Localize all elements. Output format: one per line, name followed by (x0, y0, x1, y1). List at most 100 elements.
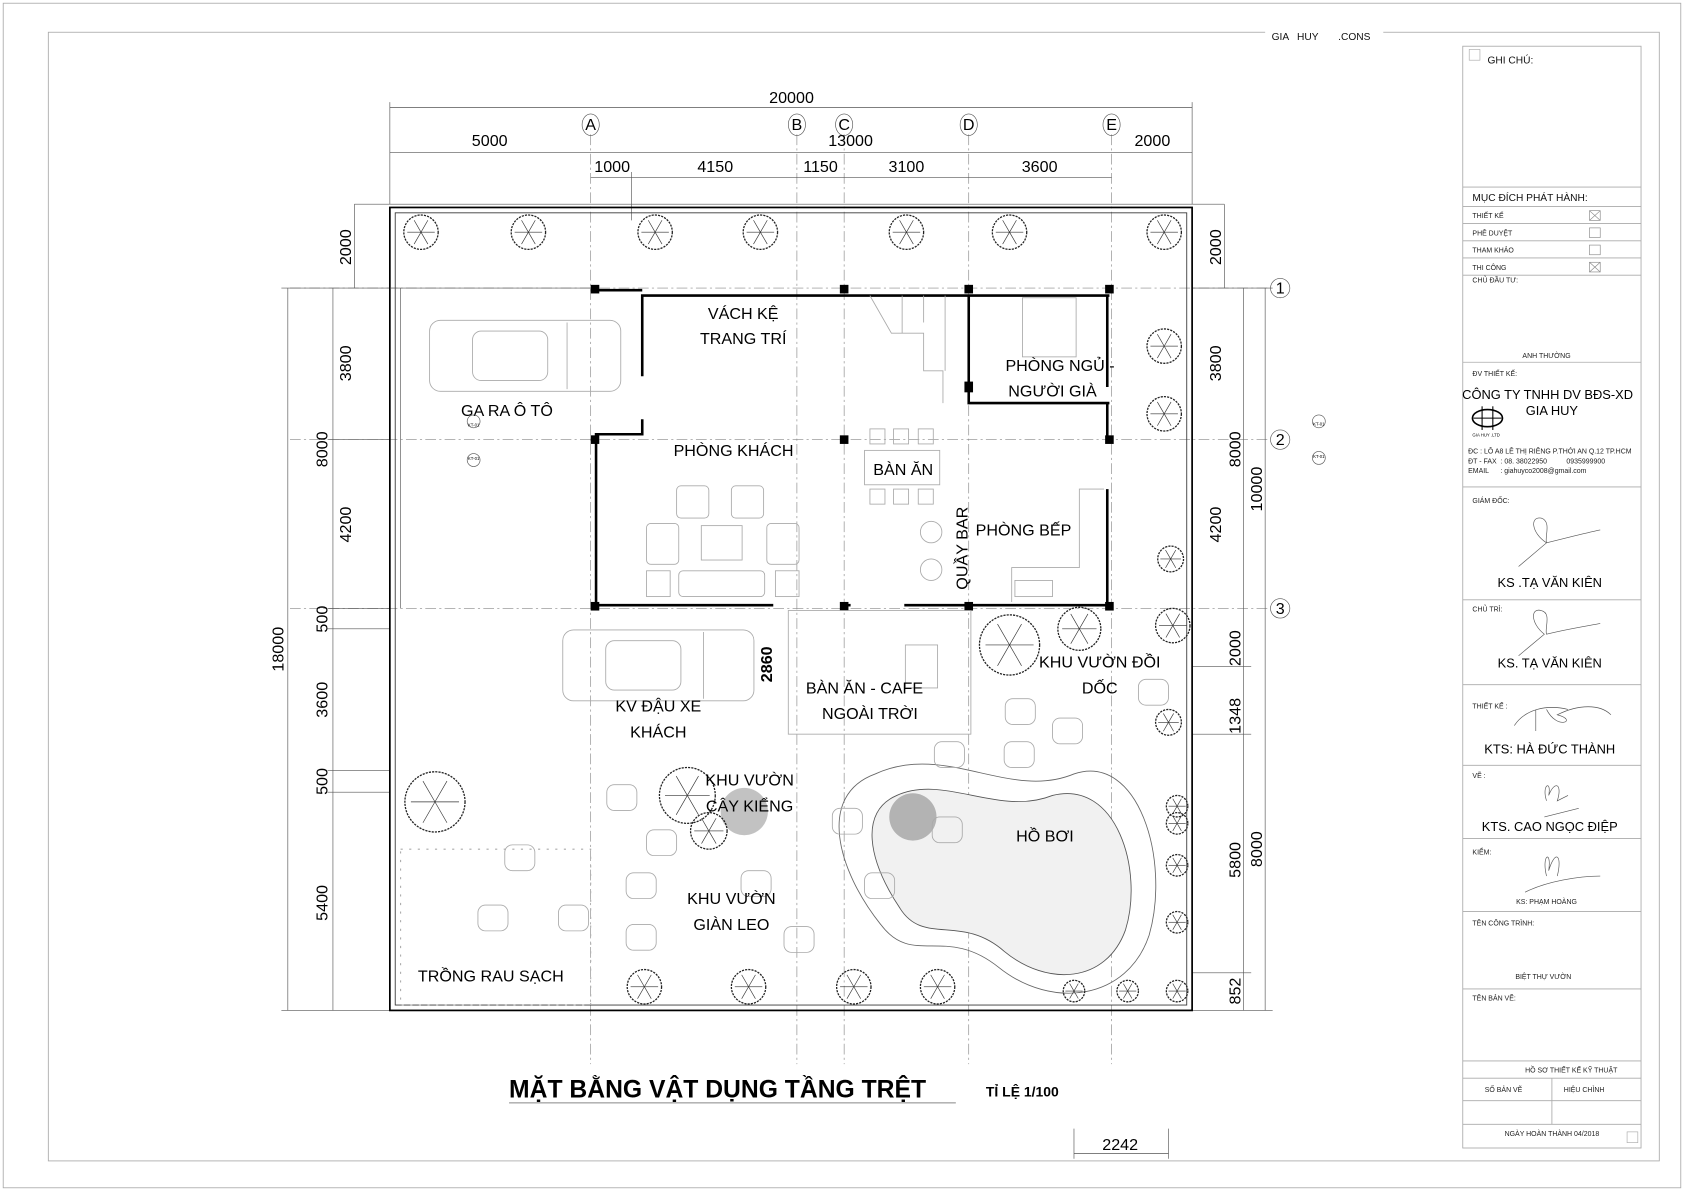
svg-text:KT-01: KT-01 (468, 456, 480, 461)
svg-text:CÔNG TY TNHH DV BĐS-XD: CÔNG TY TNHH DV BĐS-XD (1462, 387, 1633, 402)
svg-text:2000: 2000 (1207, 229, 1225, 265)
svg-text:KHÁCH: KHÁCH (630, 722, 686, 741)
svg-text:THIẾT KẾ :: THIẾT KẾ : (1472, 700, 1507, 710)
svg-text:KTS: HÀ ĐỨC THÀNH: KTS: HÀ ĐỨC THÀNH (1484, 742, 1615, 757)
stepping-stone (1003, 741, 1035, 768)
svg-text:1348: 1348 (1226, 698, 1244, 734)
section-mark: KT-01 (466, 414, 481, 429)
svg-text:TÊN BẢN VẼ:: TÊN BẢN VẼ: (1472, 994, 1515, 1003)
tree-icon (742, 214, 779, 251)
guest-car (562, 629, 755, 702)
signature (1518, 609, 1601, 656)
svg-text:3100: 3100 (889, 158, 925, 176)
stepping-stone (504, 844, 536, 872)
dining-table (864, 428, 943, 581)
svg-text:PHÊ DUYỆT: PHÊ DUYỆT (1472, 228, 1513, 237)
tree-icon (1165, 910, 1189, 934)
stepping-stone (931, 816, 963, 844)
svg-text:3: 3 (1276, 600, 1285, 618)
tree-icon (510, 214, 547, 251)
svg-text:20000: 20000 (769, 89, 814, 107)
svg-text:KT-01: KT-01 (1313, 422, 1325, 427)
svg-text:NGÀY HOÀN THÀNH 04/2018: NGÀY HOÀN THÀNH 04/2018 (1505, 1129, 1600, 1138)
trees (403, 214, 1191, 1005)
tree-icon (1165, 794, 1189, 818)
stepping-stone (1004, 698, 1036, 725)
grid-bubble-3: 3 (1270, 598, 1291, 619)
svg-text:ĐV THIẾT KẾ:: ĐV THIẾT KẾ: (1472, 368, 1517, 378)
kitchen-counter (1011, 488, 1105, 602)
stepping-stone (477, 904, 509, 932)
svg-text:THAM KHẢO: THAM KHẢO (1472, 246, 1514, 255)
purpose-row: PHÊ DUYỆT (1472, 227, 1601, 238)
svg-text:500: 500 (314, 606, 332, 633)
svg-text:HỒ SƠ THIẾT KẾ KỸ THUẬT: HỒ SƠ THIẾT KẾ KỸ THUẬT (1525, 1065, 1618, 1075)
svg-text:KS .TẠ VĂN KIÊN: KS .TẠ VĂN KIÊN (1498, 575, 1602, 590)
svg-text:VẼ :: VẼ : (1472, 771, 1485, 780)
svg-text:CHỦ TRÌ:: CHỦ TRÌ: (1472, 605, 1502, 614)
svg-text:MỤC ĐÍCH PHÁT HÀNH:: MỤC ĐÍCH PHÁT HÀNH: (1472, 191, 1587, 204)
svg-text:GHI CHÚ:: GHI CHÚ: (1487, 53, 1533, 66)
svg-text:KHU VƯỜN ĐỒI: KHU VƯỜN ĐỒI (1039, 653, 1161, 672)
purpose-checkbox[interactable] (1589, 210, 1601, 221)
svg-text:VÁCH KỆ: VÁCH KỆ (708, 304, 779, 323)
right-dimensions: 2000 3800 8000 10000 4200 2000 1348 5800… (1192, 204, 1273, 1011)
tree-icon (626, 968, 663, 1005)
drawing-frame (47, 31, 1660, 1162)
purpose-row: THAM KHẢO (1472, 244, 1601, 256)
svg-text:NGƯỜI GIÀ: NGƯỜI GIÀ (1008, 382, 1097, 401)
svg-text:TÊN CÔNG TRÌNH:: TÊN CÔNG TRÌNH: (1472, 918, 1534, 927)
svg-text:3600: 3600 (314, 682, 332, 718)
svg-text:5400: 5400 (314, 885, 332, 921)
svg-text:KS. TẠ VĂN KIÊN: KS. TẠ VĂN KIÊN (1498, 656, 1602, 671)
room-labels: VÁCH KỆ TRANG TRÍ GA RA Ô TÔ PHÒNG KHÁCH… (418, 304, 1161, 985)
purpose-row: THI CÔNG (1472, 261, 1601, 273)
stepping-stones (477, 678, 1169, 953)
bed (1021, 297, 1077, 358)
top-dimensions: 20000 5000 13000 2000 1000 4150 1150 310… (389, 89, 1193, 221)
svg-text:HIỆU CHỈNH: HIỆU CHỈNH (1564, 1085, 1605, 1094)
stepping-stone (1137, 678, 1169, 706)
tree-icon (1165, 979, 1189, 1003)
section-mark: KT-01 (1312, 451, 1326, 465)
svg-text:NGOÀI TRỜI: NGOÀI TRỜI (822, 704, 918, 723)
svg-text:KHU VƯỜN: KHU VƯỜN (705, 771, 793, 790)
stair (869, 295, 946, 404)
stepping-stone (558, 904, 589, 932)
grid-bubble-E: E (1102, 113, 1121, 136)
section-mark: KT-01 (466, 453, 481, 467)
grid-bubble-1: 1 (1270, 278, 1291, 299)
svg-text:PHÒNG KHÁCH: PHÒNG KHÁCH (674, 441, 794, 460)
signature (1518, 517, 1601, 567)
svg-text:BIỆT THỰ VƯỜN: BIỆT THỰ VƯỜN (1515, 972, 1571, 981)
grid-bubble-C: C (835, 113, 854, 136)
svg-text:4200: 4200 (337, 507, 355, 543)
purpose-checkbox[interactable] (1589, 227, 1601, 238)
vegetable-bed (400, 848, 592, 1006)
svg-text:TRỒNG RAU SẠCH: TRỒNG RAU SẠCH (418, 966, 564, 985)
brand-header: GIA HUY .CONS (1272, 32, 1371, 43)
stepping-stone (606, 784, 638, 811)
tree-icon (1165, 811, 1189, 835)
svg-text:2860: 2860 (758, 646, 776, 682)
svg-text:TRANG TRÍ: TRANG TRÍ (700, 329, 787, 348)
tree-icon (1154, 708, 1183, 736)
stepping-stone (864, 872, 896, 900)
tree-icon (1062, 979, 1086, 1003)
site-boundary (388, 206, 1193, 1012)
purpose-checkbox[interactable] (1589, 244, 1601, 256)
svg-text:8000: 8000 (1248, 831, 1266, 867)
tree-icon (1157, 545, 1185, 573)
svg-text:CÂY KIỂNG: CÂY KIỂNG (706, 797, 793, 816)
svg-text:CHỦ ĐẦU TƯ:: CHỦ ĐẦU TƯ: (1472, 275, 1518, 285)
tree-icon (730, 968, 767, 1005)
purpose-checkbox[interactable] (1589, 261, 1601, 273)
svg-text:PHÒNG BẾP: PHÒNG BẾP (976, 520, 1072, 539)
tree-icon (689, 811, 728, 850)
svg-text:KIỂM:: KIỂM: (1472, 848, 1491, 857)
tree-icon (637, 214, 673, 251)
drawing-scale: TỈ LỆ 1/100 (986, 1082, 1059, 1099)
bottom-dimension: 2242 (1073, 1128, 1169, 1159)
svg-text:2000: 2000 (1134, 132, 1170, 150)
svg-text:A: A (585, 116, 596, 134)
